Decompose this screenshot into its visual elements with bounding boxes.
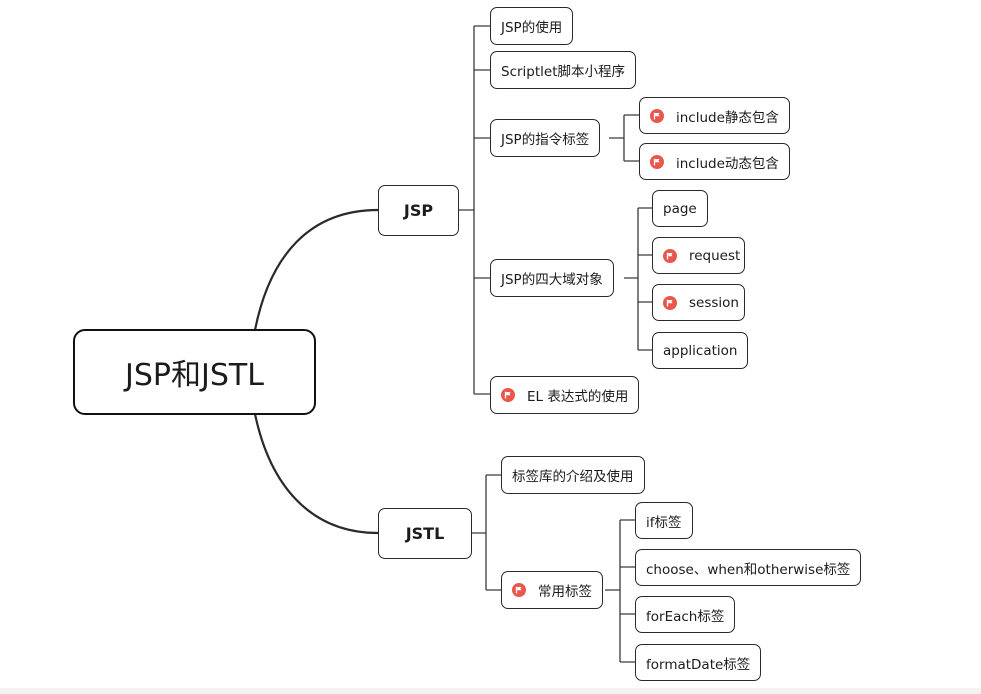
topic-four-scopes[interactable]: JSP的四大域对象: [490, 259, 614, 297]
connector-domain-spine: [624, 207, 652, 351]
topic-if-tag[interactable]: if标签: [635, 502, 693, 539]
topic-label: include静态包含: [676, 109, 779, 126]
topic-foreach-tag[interactable]: forEach标签: [635, 596, 736, 633]
topic-label: include动态包含: [676, 155, 779, 172]
topic-label: forEach标签: [646, 608, 725, 625]
topic-formatdate-tag[interactable]: formatDate标签: [635, 644, 762, 681]
topic-jsp-usage[interactable]: JSP的使用: [490, 7, 574, 45]
topic-scriptlet[interactable]: Scriptlet脚本小程序: [490, 51, 637, 89]
topic-label: page: [663, 200, 697, 217]
topic-label: application: [663, 342, 738, 359]
topic-taglib-intro[interactable]: 标签库的介绍及使用: [501, 456, 645, 494]
topic-scope-session[interactable]: session: [652, 284, 745, 321]
topic-label: Scriptlet脚本小程序: [501, 64, 626, 80]
topic-label: formatDate标签: [646, 656, 751, 673]
flag-icon: [663, 295, 677, 310]
topic-label: 标签库的介绍及使用: [512, 469, 634, 485]
connector-tags-spine: [605, 519, 635, 663]
topic-include-dynamic[interactable]: include动态包含: [639, 143, 790, 180]
connector-jsp-spine: [459, 25, 490, 395]
topic-scope-page[interactable]: page: [652, 190, 708, 227]
topic-common-tags[interactable]: 常用标签: [501, 571, 603, 609]
topic-label: 常用标签: [538, 584, 592, 600]
flag-icon: [650, 154, 664, 169]
connector-root-jsp: [253, 208, 379, 331]
topic-choose-tag[interactable]: choose、when和otherwise标签: [635, 549, 862, 586]
topic-include-static[interactable]: include静态包含: [639, 97, 790, 134]
topic-jstl-label: JSTL: [405, 524, 445, 543]
bottom-edge: [0, 688, 981, 694]
flag-icon: [650, 108, 664, 123]
topic-label: JSP的使用: [501, 20, 563, 36]
topic-el-expression[interactable]: EL 表达式的使用: [490, 376, 640, 414]
topic-label: EL 表达式的使用: [527, 389, 629, 405]
topic-directive-tags[interactable]: JSP的指令标签: [490, 119, 601, 157]
topic-label: request: [689, 247, 741, 264]
flag-icon: [663, 248, 677, 263]
connector-jstl-spine: [472, 474, 501, 591]
topic-scope-request[interactable]: request: [652, 237, 745, 274]
topic-label: session: [689, 294, 739, 311]
connector-root-jstl: [253, 413, 379, 535]
topic-jsp[interactable]: JSP: [378, 185, 459, 236]
connector-directive-spine: [609, 114, 639, 162]
topic-scope-application[interactable]: application: [652, 332, 749, 369]
topic-jsp-label: JSP: [403, 201, 434, 220]
root-label: JSP和JSTL: [125, 358, 264, 393]
topic-label: if标签: [646, 514, 682, 531]
topic-label: JSP的四大域对象: [501, 272, 603, 288]
flag-icon: [512, 583, 526, 597]
topic-jstl[interactable]: JSTL: [378, 508, 472, 559]
topic-label: JSP的指令标签: [501, 132, 590, 148]
topic-label: choose、when和otherwise标签: [646, 561, 851, 578]
flag-icon: [501, 388, 515, 402]
root-topic[interactable]: JSP和JSTL: [73, 329, 316, 415]
